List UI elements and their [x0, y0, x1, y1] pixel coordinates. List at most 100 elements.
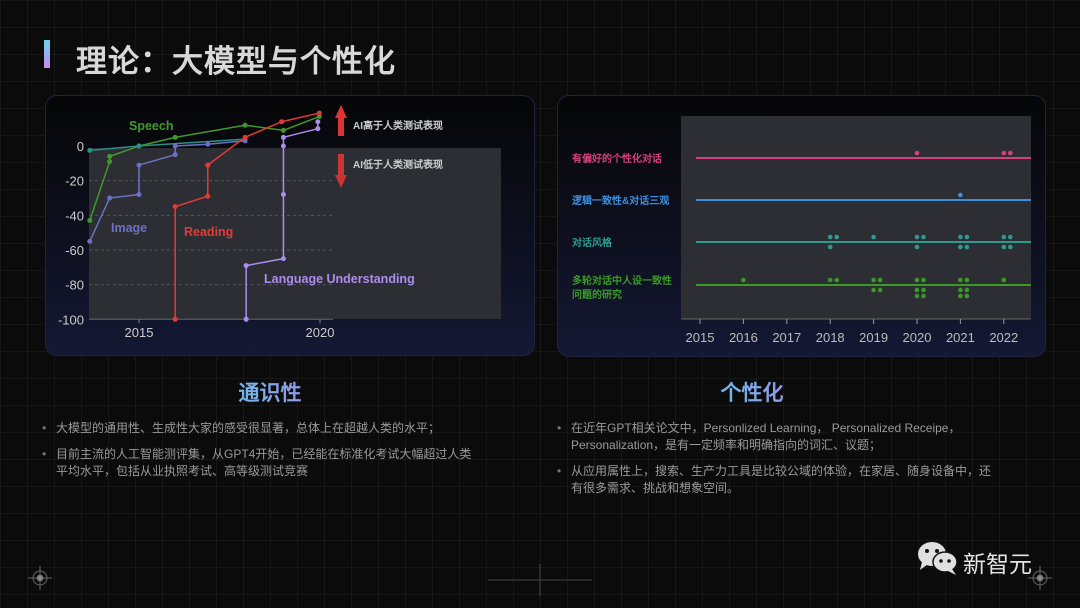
y-tick-label: -40	[65, 208, 84, 223]
row-label: 多轮对话中人设一致性问题的研究	[572, 274, 672, 301]
data-dot	[964, 277, 970, 283]
data-dot	[921, 234, 926, 240]
data-dot	[958, 244, 963, 250]
data-point	[243, 263, 249, 269]
data-point	[242, 134, 248, 140]
data-point	[280, 143, 286, 149]
x-tick-label: 2021	[946, 330, 975, 345]
data-point	[279, 119, 285, 125]
data-dot	[1001, 277, 1007, 283]
data-dot	[958, 293, 963, 299]
data-point	[136, 143, 142, 149]
decorative-crosshairs	[28, 564, 1052, 596]
bullet-item: 在近年GPT相关论文中，Personlized Learning， Person…	[557, 420, 997, 454]
page-title: 理论：大模型与个性化	[76, 44, 396, 79]
series-line	[245, 121, 319, 320]
data-dot	[964, 234, 970, 240]
data-dot	[741, 277, 746, 283]
data-point	[315, 126, 321, 132]
data-dot	[1001, 234, 1007, 240]
data-point	[172, 134, 178, 140]
title-accent-bar	[44, 40, 50, 68]
arrow-up-icon	[335, 105, 347, 136]
y-tick-label: -80	[65, 278, 84, 293]
bullet-item: 目前主流的人工智能测评集，从GPT4开始，已经能在标准化考试大幅超过人类平均水平…	[42, 446, 482, 480]
data-dot	[958, 192, 963, 198]
data-point	[205, 162, 211, 168]
data-point	[243, 316, 249, 322]
data-point	[316, 114, 322, 120]
data-dot	[964, 287, 970, 293]
data-point	[315, 119, 321, 125]
data-dot	[914, 244, 920, 250]
data-dot	[834, 277, 839, 283]
data-dot	[964, 244, 970, 250]
data-point	[242, 122, 248, 128]
crosshair-icon	[1028, 566, 1052, 590]
data-dot	[1001, 244, 1007, 250]
y-tick-label: -20	[65, 174, 84, 189]
data-dot	[921, 293, 926, 299]
data-dot	[834, 234, 839, 240]
section-heading-generality: 通识性	[170, 377, 370, 407]
x-tick-label: 2020	[306, 325, 335, 340]
data-point	[172, 204, 178, 210]
data-dot	[921, 287, 926, 293]
data-point	[280, 256, 286, 262]
data-point	[280, 134, 286, 140]
x-tick-label: 2018	[816, 330, 845, 345]
data-point	[280, 127, 286, 133]
y-tick-label: 0	[77, 139, 84, 154]
wechat-icon	[916, 540, 960, 581]
section-heading-personalization: 个性化	[652, 377, 852, 407]
data-dot	[827, 234, 833, 240]
data-point	[107, 159, 113, 165]
bullet-item: 从应用属性上，搜索、生产力工具是比较公域的体验，在家居、随身设备中，还有很多需求…	[557, 463, 997, 497]
crosshair-icon	[28, 566, 52, 590]
y-tick-label: -100	[58, 312, 84, 327]
y-tick-label: -60	[65, 243, 84, 258]
data-point	[316, 110, 322, 116]
data-dot	[914, 287, 920, 293]
data-point	[87, 147, 93, 153]
data-dot	[958, 287, 963, 293]
data-point	[172, 316, 178, 322]
x-tick-label: 2019	[859, 330, 888, 345]
data-dot	[877, 277, 883, 283]
data-point	[280, 192, 286, 198]
data-dot	[958, 277, 963, 283]
bullet-item: 大模型的通用性、生成性大家的感受很显著，总体上在超越人类的水平；	[42, 420, 482, 437]
series-line	[89, 140, 246, 242]
series-label: Language Understanding	[264, 272, 415, 286]
x-tick-label: 2017	[772, 330, 801, 345]
row-label: 有偏好的个性化对话	[572, 152, 662, 165]
data-point	[136, 192, 142, 198]
data-point	[205, 141, 211, 147]
data-point	[172, 143, 178, 149]
data-dot	[871, 287, 876, 293]
plot-background	[681, 116, 1031, 319]
data-point	[87, 238, 93, 244]
data-dot	[827, 244, 833, 250]
arrow-down-icon	[335, 154, 347, 188]
data-point	[136, 162, 142, 168]
data-dot	[964, 293, 970, 299]
data-dot	[914, 293, 920, 299]
data-dot	[1008, 244, 1013, 250]
data-dot	[1008, 150, 1013, 156]
annotation-below: AI低于人类测试表现	[353, 158, 443, 171]
x-tick-label: 2015	[686, 330, 715, 345]
brand-logo-text: 新智元	[963, 551, 1032, 577]
plot-background	[89, 148, 501, 319]
data-dot	[871, 234, 876, 240]
x-tick-label: 2020	[903, 330, 932, 345]
x-tick-label: 2016	[729, 330, 758, 345]
data-point	[205, 193, 211, 199]
data-dot	[958, 234, 963, 240]
data-dot	[914, 277, 920, 283]
row-label: 逻辑一致性&对话三观	[572, 194, 669, 207]
